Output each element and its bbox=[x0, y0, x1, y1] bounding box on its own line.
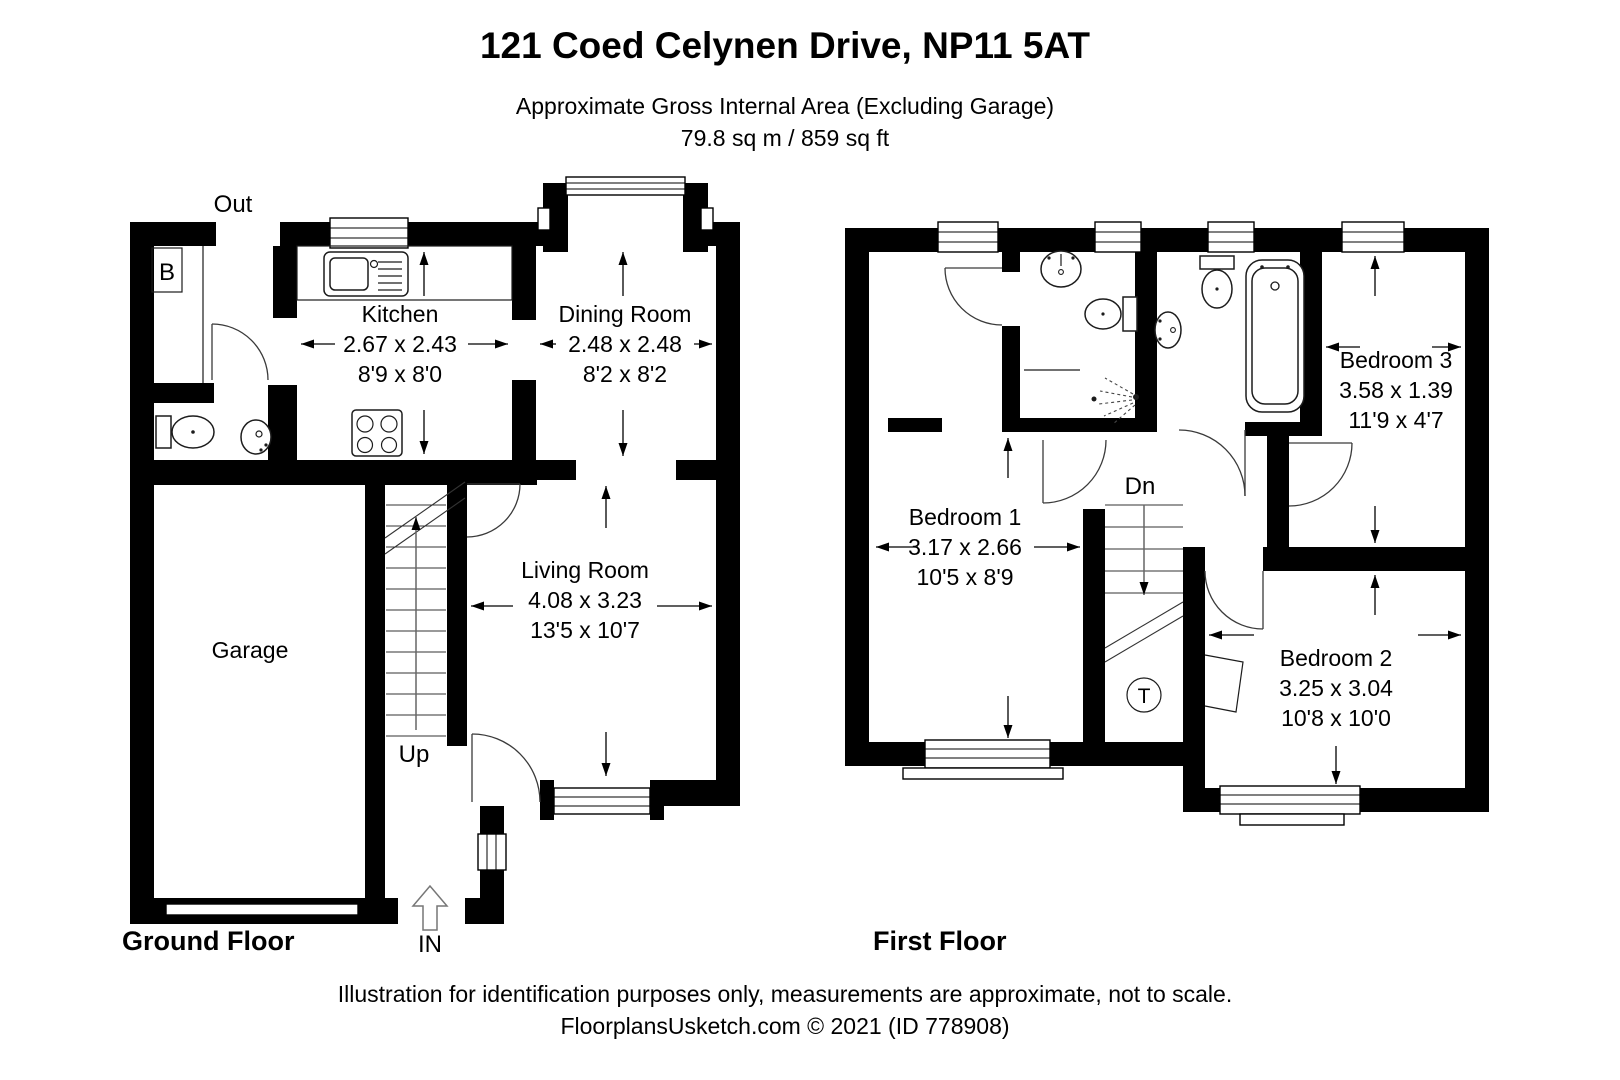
tank-label: T bbox=[1138, 685, 1151, 708]
ground-floor-doors bbox=[211, 323, 541, 803]
bath-icon bbox=[1245, 259, 1305, 413]
landing-door-arc bbox=[1042, 439, 1107, 504]
boiler-label: B bbox=[159, 259, 175, 286]
entry-side-window bbox=[477, 833, 507, 871]
stairs-down-label: Dn bbox=[1125, 473, 1156, 500]
shower-icon bbox=[1024, 369, 1139, 425]
sink-icon bbox=[296, 245, 513, 301]
dining-metric: 2.48 x 2.48 bbox=[568, 331, 682, 357]
first-floor-room-labels: Bedroom 1 3.17 x 2.66 10'5 x 8'9 Bedroom… bbox=[908, 347, 1453, 731]
living-imperial: 13'5 x 10'7 bbox=[530, 617, 640, 643]
dining-name: Dining Room bbox=[559, 301, 692, 327]
garage-door bbox=[165, 903, 359, 916]
page-area: 79.8 sq m / 859 sq ft bbox=[681, 125, 890, 151]
ground-stairs: Up bbox=[384, 481, 466, 768]
first-floor-plan: Dn T bbox=[845, 221, 1489, 956]
boiler-icon: B bbox=[151, 246, 204, 383]
bedroom2-name: Bedroom 2 bbox=[1280, 645, 1393, 671]
bedroom1-name: Bedroom 1 bbox=[909, 504, 1022, 530]
bathroom-door-arc bbox=[1178, 429, 1246, 497]
first-floor-label: First Floor bbox=[873, 926, 1007, 956]
bedroom2-metric: 3.25 x 3.04 bbox=[1279, 675, 1393, 701]
garage-name: Garage bbox=[212, 637, 289, 663]
bathroom-toilet-icon bbox=[1199, 255, 1235, 309]
kitchen-window bbox=[329, 217, 409, 249]
ground-floor-room-labels: Kitchen 2.67 x 2.43 8'9 x 8'0 Dining Roo… bbox=[212, 191, 692, 663]
living-room-door-arc bbox=[471, 733, 541, 803]
kitchen-metric: 2.67 x 2.43 bbox=[343, 331, 457, 357]
basin-icon bbox=[240, 419, 272, 455]
living-bay-window bbox=[553, 787, 651, 815]
shower-toilet-icon bbox=[1084, 296, 1138, 332]
annex-door-arc bbox=[944, 267, 1003, 326]
bedroom3-door-arc bbox=[1288, 442, 1353, 507]
first-floor-fixtures bbox=[1024, 250, 1305, 425]
ground-floor-dimension-arrows bbox=[301, 252, 712, 776]
first-floor-windows bbox=[902, 221, 1405, 826]
ground-floor-windows bbox=[165, 176, 714, 916]
page-title: 121 Coed Celynen Drive, NP11 5AT bbox=[480, 25, 1090, 66]
bedroom3-name: Bedroom 3 bbox=[1340, 347, 1453, 373]
bathroom-window bbox=[1207, 221, 1255, 253]
bedroom1-imperial: 10'5 x 8'9 bbox=[916, 564, 1013, 590]
bedroom1-bottom-window bbox=[902, 739, 1064, 780]
header: 121 Coed Celynen Drive, NP11 5AT Approxi… bbox=[480, 25, 1090, 151]
in-label: IN bbox=[418, 931, 442, 958]
shower-room-window bbox=[1094, 221, 1142, 253]
bedroom2-door-arc bbox=[1204, 570, 1264, 630]
page-subtitle: Approximate Gross Internal Area (Excludi… bbox=[516, 93, 1054, 119]
bedroom3-imperial: 11'9 x 4'7 bbox=[1348, 407, 1443, 433]
first-floor-stairs: Dn T bbox=[1104, 473, 1244, 713]
disclaimer-text: Illustration for identification purposes… bbox=[338, 981, 1232, 1007]
toilet-icon bbox=[155, 415, 215, 449]
bedroom2-bottom-window bbox=[1219, 785, 1361, 826]
entrance-in-arrow: IN bbox=[411, 884, 449, 958]
out-label: Out bbox=[214, 191, 253, 218]
bedroom3-window bbox=[1341, 221, 1405, 253]
ground-floor-label: Ground Floor bbox=[122, 926, 295, 956]
credit-text: FloorplansUsketch.com © 2021 (ID 778908) bbox=[560, 1013, 1009, 1039]
living-metric: 4.08 x 3.23 bbox=[528, 587, 642, 613]
ground-floor-plan: Up B bbox=[122, 176, 740, 958]
tank-cupboard-icon: T bbox=[1126, 654, 1244, 713]
bedroom1-metric: 3.17 x 2.66 bbox=[908, 534, 1022, 560]
living-name: Living Room bbox=[521, 557, 649, 583]
bathroom-basin-icon bbox=[1154, 311, 1182, 349]
first-floor-doors bbox=[944, 267, 1353, 630]
ground-floor-fixtures: B bbox=[151, 245, 513, 457]
bedroom3-metric: 3.58 x 1.39 bbox=[1339, 377, 1453, 403]
ground-floor-walls bbox=[130, 183, 740, 924]
kitchen-imperial: 8'9 x 8'0 bbox=[358, 361, 442, 387]
stairs-up-label: Up bbox=[399, 741, 430, 768]
hob-icon bbox=[351, 409, 403, 457]
kitchen-name: Kitchen bbox=[362, 301, 439, 327]
bedroom1-top-window bbox=[937, 221, 999, 253]
dining-bay-window bbox=[537, 176, 714, 231]
shower-basin-icon bbox=[1040, 250, 1082, 288]
footer: Illustration for identification purposes… bbox=[338, 981, 1232, 1039]
dining-imperial: 8'2 x 8'2 bbox=[583, 361, 667, 387]
stairs-top-door-arc bbox=[466, 483, 521, 538]
first-floor-dimension-arrows bbox=[876, 256, 1461, 784]
wc-door-arc bbox=[211, 323, 269, 381]
bedroom2-imperial: 10'8 x 10'0 bbox=[1281, 705, 1391, 731]
